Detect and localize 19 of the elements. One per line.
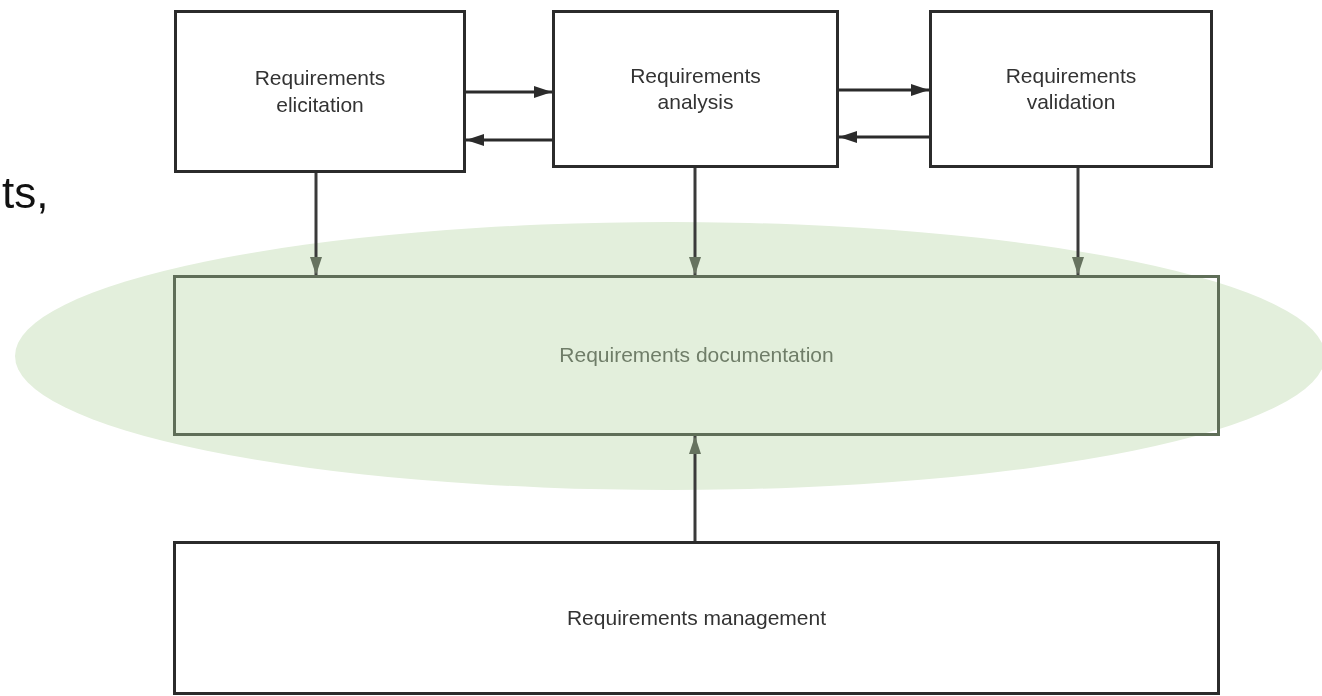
process-box <box>174 10 466 173</box>
box-label: Requirements elicitation <box>253 65 387 118</box>
arrow <box>310 173 322 275</box>
arrow <box>689 436 701 541</box>
box-label: Requirements analysis <box>629 62 762 115</box>
arrow <box>1072 168 1084 275</box>
box-label: Requirements management <box>566 604 827 631</box>
process-box <box>552 10 839 168</box>
box-label: Requirements validation <box>1004 62 1138 115</box>
text-fragment: ts, <box>2 168 49 218</box>
box-label: Requirements documentation <box>559 342 834 369</box>
arrow <box>689 168 701 275</box>
process-box <box>173 275 1220 436</box>
arrow <box>466 86 552 98</box>
arrow <box>839 131 929 143</box>
arrow <box>839 84 929 96</box>
arrow <box>466 134 552 146</box>
process-box <box>173 541 1220 695</box>
process-box <box>929 10 1213 168</box>
